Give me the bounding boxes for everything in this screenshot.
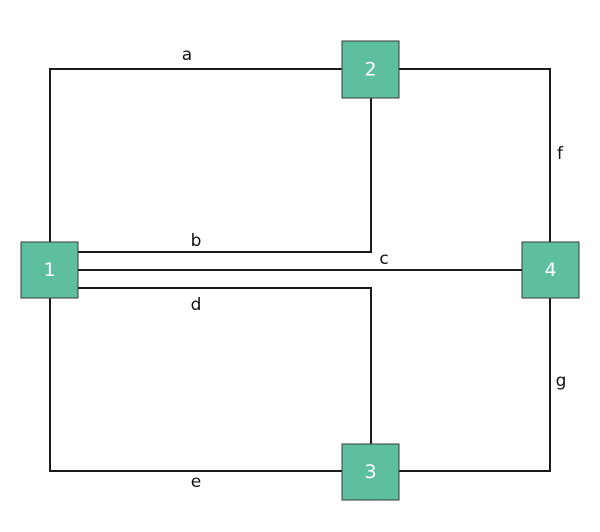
edge-label-g: g [556,371,567,391]
node-2: 2 [341,40,400,99]
edge-b [78,98,372,253]
node-3-label: 3 [364,461,376,483]
edge-f [399,68,551,242]
node-3-box [341,443,400,501]
edge-label-f: f [557,144,564,164]
edge-label-d: d [191,295,202,315]
edge-a [49,68,342,242]
node-1: 1 [20,241,79,299]
node-4: 4 [521,241,580,299]
edge-label-a: a [182,45,192,65]
edge-label-e: e [191,472,201,492]
node-2-label: 2 [364,59,376,81]
node-4-label: 4 [544,259,556,281]
edge-e [49,298,342,472]
node-1-label: 1 [43,259,55,281]
edge-labels-group: a b c d e f g [182,45,567,492]
edge-label-c: c [379,249,388,269]
node-2-box [341,40,400,99]
edge-g [399,298,551,472]
edges-group [49,68,551,472]
edge-d [78,287,372,444]
node-1-box [20,241,79,299]
edge-label-b: b [191,231,202,251]
node-4-box [521,241,580,299]
node-3: 3 [341,443,400,501]
